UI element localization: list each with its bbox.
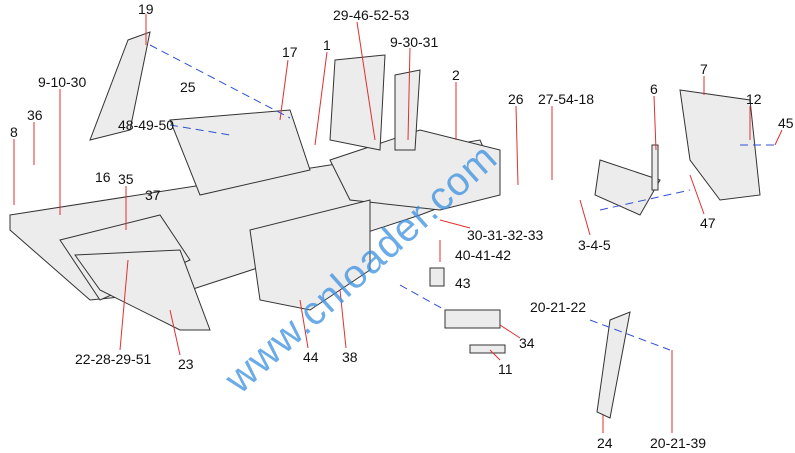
tank-7 (679, 89, 761, 201)
part-label-9-10-30: 9-10-30 (38, 74, 87, 90)
part-label-3-4-5: 3-4-5 (578, 237, 611, 253)
part-label-7: 7 (700, 61, 708, 77)
bracket-11 (469, 344, 506, 354)
part-label-1: 1 (323, 37, 331, 53)
part-43 (429, 267, 445, 287)
part-label-6: 6 (650, 81, 658, 97)
upright-2 (394, 69, 421, 151)
part-label-16: 16 (95, 169, 111, 185)
upright-1 (329, 54, 386, 151)
part-label-9-30-31: 9-30-31 (390, 34, 439, 50)
part-label-8: 8 (10, 124, 18, 140)
part-label-36: 36 (27, 107, 43, 123)
part-label-30-31-32-33: 30-31-32-33 (467, 227, 544, 243)
part-label-38: 38 (342, 349, 358, 365)
part-label-25: 25 (180, 79, 196, 95)
part-label-44: 44 (303, 349, 319, 365)
part-label-26: 26 (508, 91, 524, 107)
part-label-22-28-29-51: 22-28-29-51 (75, 351, 152, 367)
part-label-47: 47 (700, 215, 716, 231)
bracket-34 (444, 309, 501, 329)
part-label-24: 24 (597, 435, 613, 451)
part-label-40-41-42: 40-41-42 (455, 247, 512, 263)
part-label-20-21-22: 20-21-22 (530, 299, 587, 315)
plate-3 (594, 159, 661, 216)
part-6 (651, 144, 659, 191)
panel-19 (89, 31, 151, 141)
part-label-19: 19 (138, 1, 154, 17)
part-label-29-46-52-53: 29-46-52-53 (333, 7, 410, 23)
part-label-23: 23 (178, 356, 194, 372)
fender-left (74, 249, 211, 331)
part-label-34: 34 (519, 335, 535, 351)
part-label-45: 45 (778, 115, 794, 131)
part-label-35: 35 (118, 171, 134, 187)
part-label-11: 11 (498, 361, 513, 377)
part-label-12: 12 (746, 91, 762, 107)
part-label-2: 2 (452, 67, 460, 83)
part-label-37: 37 (145, 187, 161, 203)
part-label-17: 17 (282, 44, 298, 60)
cab-guard (169, 109, 311, 196)
part-label-43: 43 (455, 275, 471, 291)
part-label-20-21-39: 20-21-39 (650, 435, 707, 451)
panel-24 (596, 311, 631, 419)
hood (329, 129, 501, 211)
part-label-27-54-18: 27-54-18 (538, 91, 595, 107)
part-label-48-49-50: 48-49-50 (118, 117, 175, 133)
